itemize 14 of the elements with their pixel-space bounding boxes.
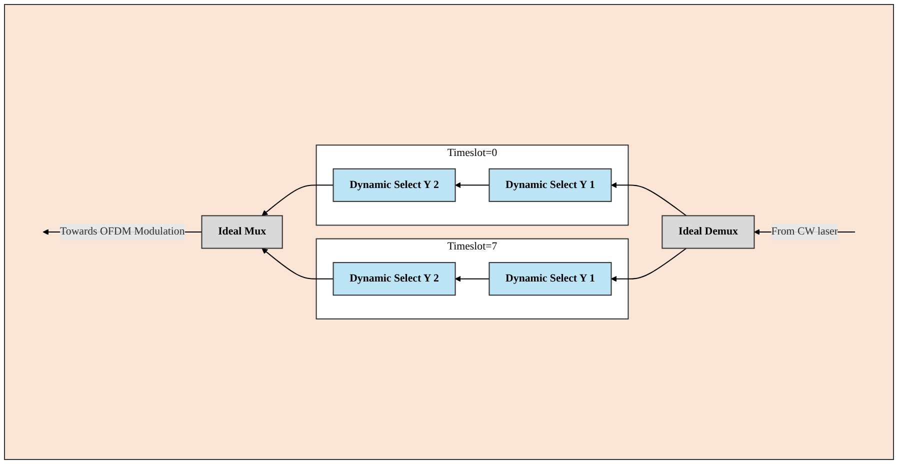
arrow bbox=[455, 276, 490, 282]
arrow bbox=[610, 248, 687, 282]
arrow bbox=[455, 182, 490, 188]
arrow bbox=[262, 248, 334, 280]
node-box: Dynamic Select Y 1 bbox=[488, 262, 612, 296]
arrow bbox=[262, 184, 334, 216]
node-box: Dynamic Select Y 2 bbox=[332, 262, 456, 296]
node-box: Dynamic Select Y 1 bbox=[488, 168, 612, 202]
edge-label: Towards OFDM Modulation bbox=[60, 226, 185, 238]
node-box: Dynamic Select Y 2 bbox=[332, 168, 456, 202]
edge-label: From CW laser bbox=[771, 226, 838, 238]
node-box: Ideal Mux bbox=[201, 215, 283, 249]
arrow bbox=[610, 182, 687, 216]
node-box: Ideal Demux bbox=[662, 215, 755, 249]
